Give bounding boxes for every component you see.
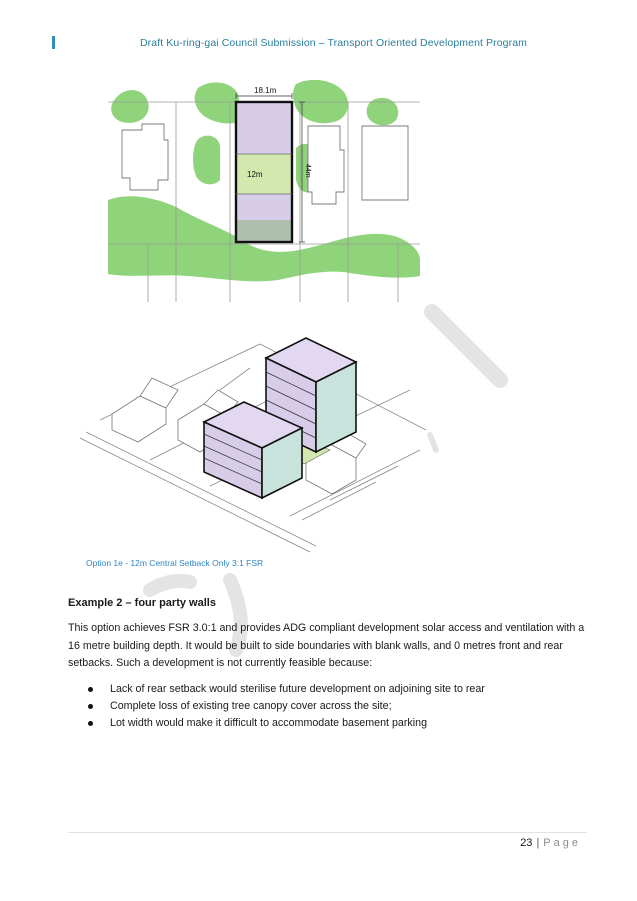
site-plan-diagram: 18.1m 12m 44m: [108, 80, 420, 302]
isometric-massing-diagram: [80, 337, 427, 553]
footer-divider: [68, 832, 587, 833]
front-building-block: [202, 401, 304, 500]
tree-canopy: [108, 80, 420, 282]
header-accent-bar: [52, 36, 55, 49]
reasons-list: Lack of rear setback would sterilise fut…: [68, 681, 588, 732]
page-separator: |: [536, 837, 540, 849]
depth-label: 44m: [304, 164, 311, 178]
list-item: Lack of rear setback would sterilise fut…: [68, 681, 588, 698]
site-width-label: 18.1m: [254, 86, 277, 95]
page-word: Page: [543, 837, 581, 849]
page-footer: 23|Page: [520, 837, 581, 849]
list-item: Lot width would make it difficult to acc…: [68, 715, 588, 732]
section-paragraph: This option achieves FSR 3.0:1 and provi…: [68, 622, 585, 670]
page-header-title: Draft Ku-ring-gai Council Submission – T…: [139, 37, 528, 49]
figure-caption: Option 1e - 12m Central Setback Only 3:1…: [86, 558, 264, 568]
list-item: Complete loss of existing tree canopy co…: [68, 698, 588, 715]
section-heading: Example 2 – four party walls: [68, 597, 216, 609]
subject-site: [234, 100, 294, 244]
page-number: 23: [520, 837, 533, 849]
setback-label: 12m: [247, 170, 263, 179]
